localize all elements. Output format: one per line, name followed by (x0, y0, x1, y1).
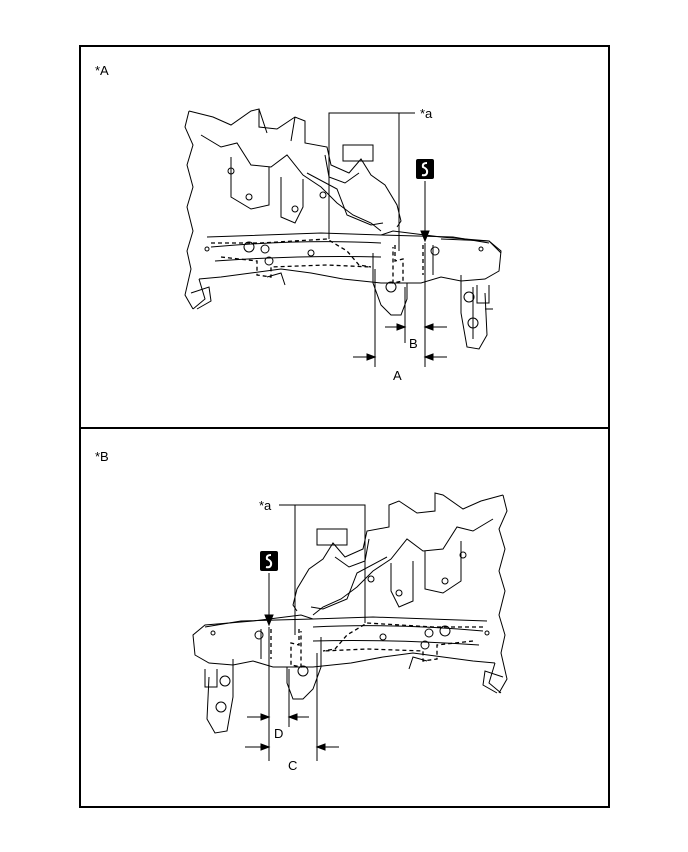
dimension-label-inner: D (274, 726, 284, 741)
panel-label: *B (95, 449, 109, 464)
panel-b: *B (79, 427, 610, 808)
dimension-label-outer: A (393, 368, 402, 383)
callout-label: *a (259, 498, 272, 513)
dimension-label-inner: B (409, 336, 418, 351)
sealant-icon (416, 159, 434, 179)
dimension-label-outer: C (288, 758, 298, 773)
frame-rail-drawing-right (192, 492, 508, 761)
frame-rail-drawing-left (184, 108, 502, 367)
panel-label: *A (95, 63, 109, 78)
sealant-icon (260, 551, 278, 571)
panel-a: *A (79, 45, 610, 429)
callout-label: *a (420, 106, 433, 121)
